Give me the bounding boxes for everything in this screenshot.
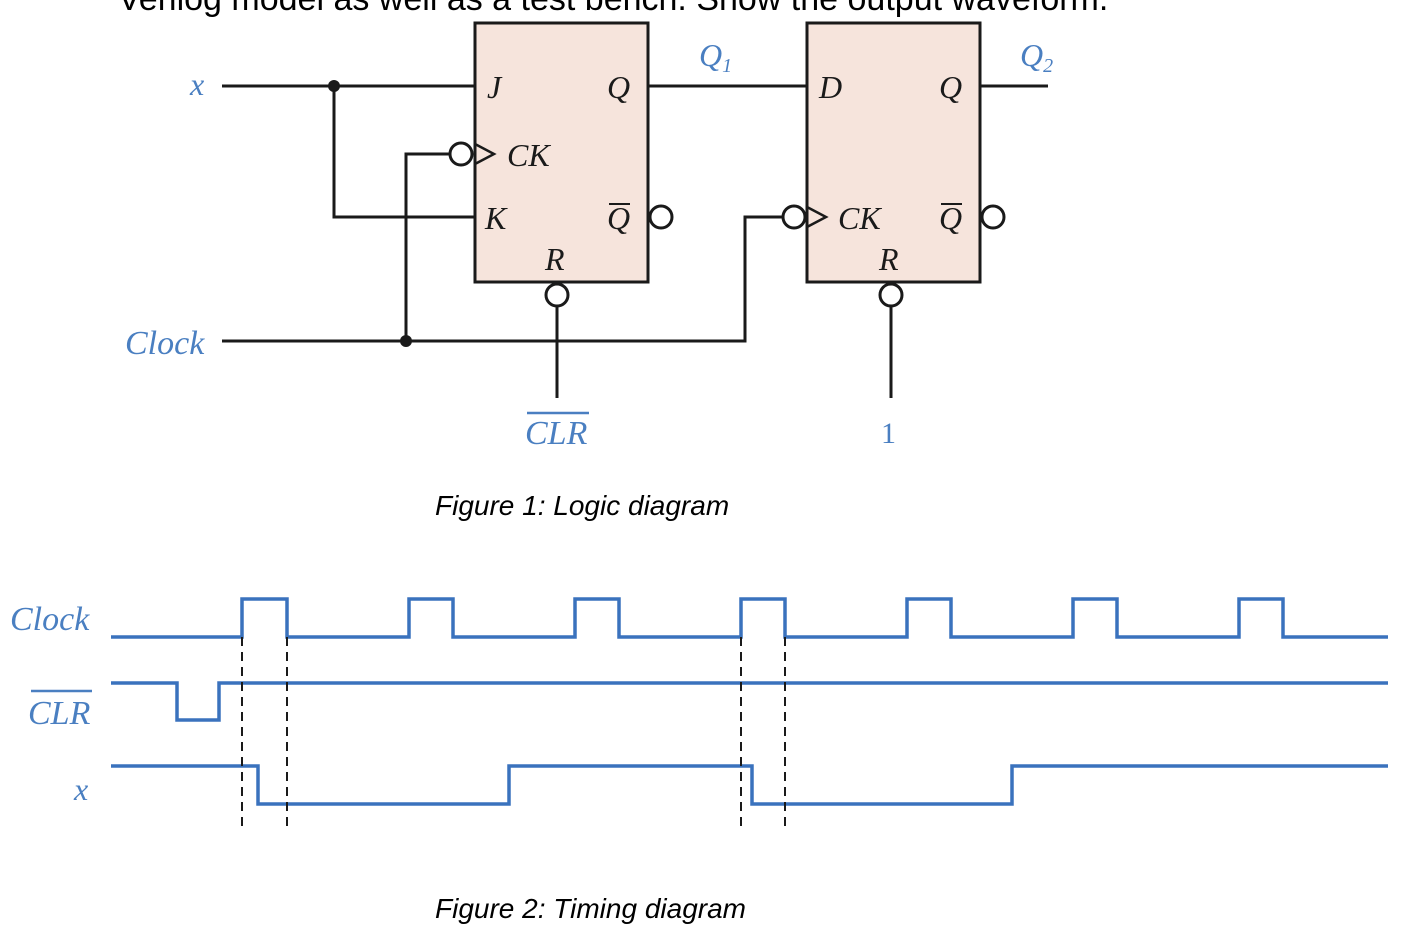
edge-markers: [241, 637, 786, 832]
ff1-j-label: J: [487, 69, 503, 105]
clr-signal-label: CLR: [28, 695, 91, 732]
waveforms: [111, 597, 1388, 806]
q1-output-label: Q1: [699, 37, 732, 77]
clr-waveform: [111, 681, 1388, 722]
x-input-label: x: [189, 66, 204, 102]
ff2-r-bubble: [878, 282, 904, 308]
logic-diagram: J CK K Q Q R D CK Q Q R x Clock CLR 1 Q1…: [125, 21, 1053, 452]
q2-output-label: Q2: [1020, 37, 1053, 77]
ff1-q-label: Q: [607, 69, 630, 105]
clock-to-ff1-wire: [404, 152, 450, 341]
d-flipflop-body: [805, 21, 982, 284]
clock-triangles: [474, 142, 829, 229]
ff1-r-label: R: [544, 241, 565, 277]
inversion-bubbles: [448, 141, 1006, 308]
junction-dot: [400, 335, 412, 347]
one-input-label: 1: [881, 417, 896, 450]
header-text: Verilog model as well as a test bench. S…: [118, 0, 1108, 19]
ff2-ck-triangle: [806, 205, 829, 229]
ff2-r-label: R: [878, 241, 899, 277]
clock-wire: [222, 215, 783, 343]
ff2-q-label: Q: [939, 69, 962, 105]
ff1-qbar-label: Q: [607, 200, 630, 236]
wires: [222, 84, 1048, 398]
ff2-ck-label: CK: [838, 200, 882, 236]
clock-input-label: Clock: [125, 325, 205, 362]
figure1-caption: Figure 1: Logic diagram: [435, 490, 730, 521]
x-to-k-wire: [332, 86, 475, 219]
clr-input-label: CLR: [525, 415, 588, 452]
ff1-ck-label: CK: [507, 137, 551, 173]
ff1-qbar-bubble: [648, 204, 674, 230]
ff2-ck-bubble: [781, 204, 807, 230]
x-signal-label: x: [73, 771, 88, 807]
ff2-qbar-bubble: [980, 204, 1006, 230]
x-waveform: [111, 764, 1388, 806]
jk-flipflop-body: [473, 21, 650, 284]
ff2-qbar-label: Q: [939, 200, 962, 236]
ff2-d-label: D: [818, 69, 842, 105]
timing-diagram: Clock CLR x: [10, 597, 1388, 832]
figure2-caption: Figure 2: Timing diagram: [435, 893, 746, 924]
ff1-r-bubble: [544, 282, 570, 308]
junction-dot: [328, 80, 340, 92]
ff1-ck-bubble: [448, 141, 474, 167]
ff1-k-label: K: [484, 200, 508, 236]
clock-signal-label: Clock: [10, 601, 90, 638]
clock-waveform: [111, 597, 1388, 639]
ff1-ck-triangle: [474, 142, 497, 166]
